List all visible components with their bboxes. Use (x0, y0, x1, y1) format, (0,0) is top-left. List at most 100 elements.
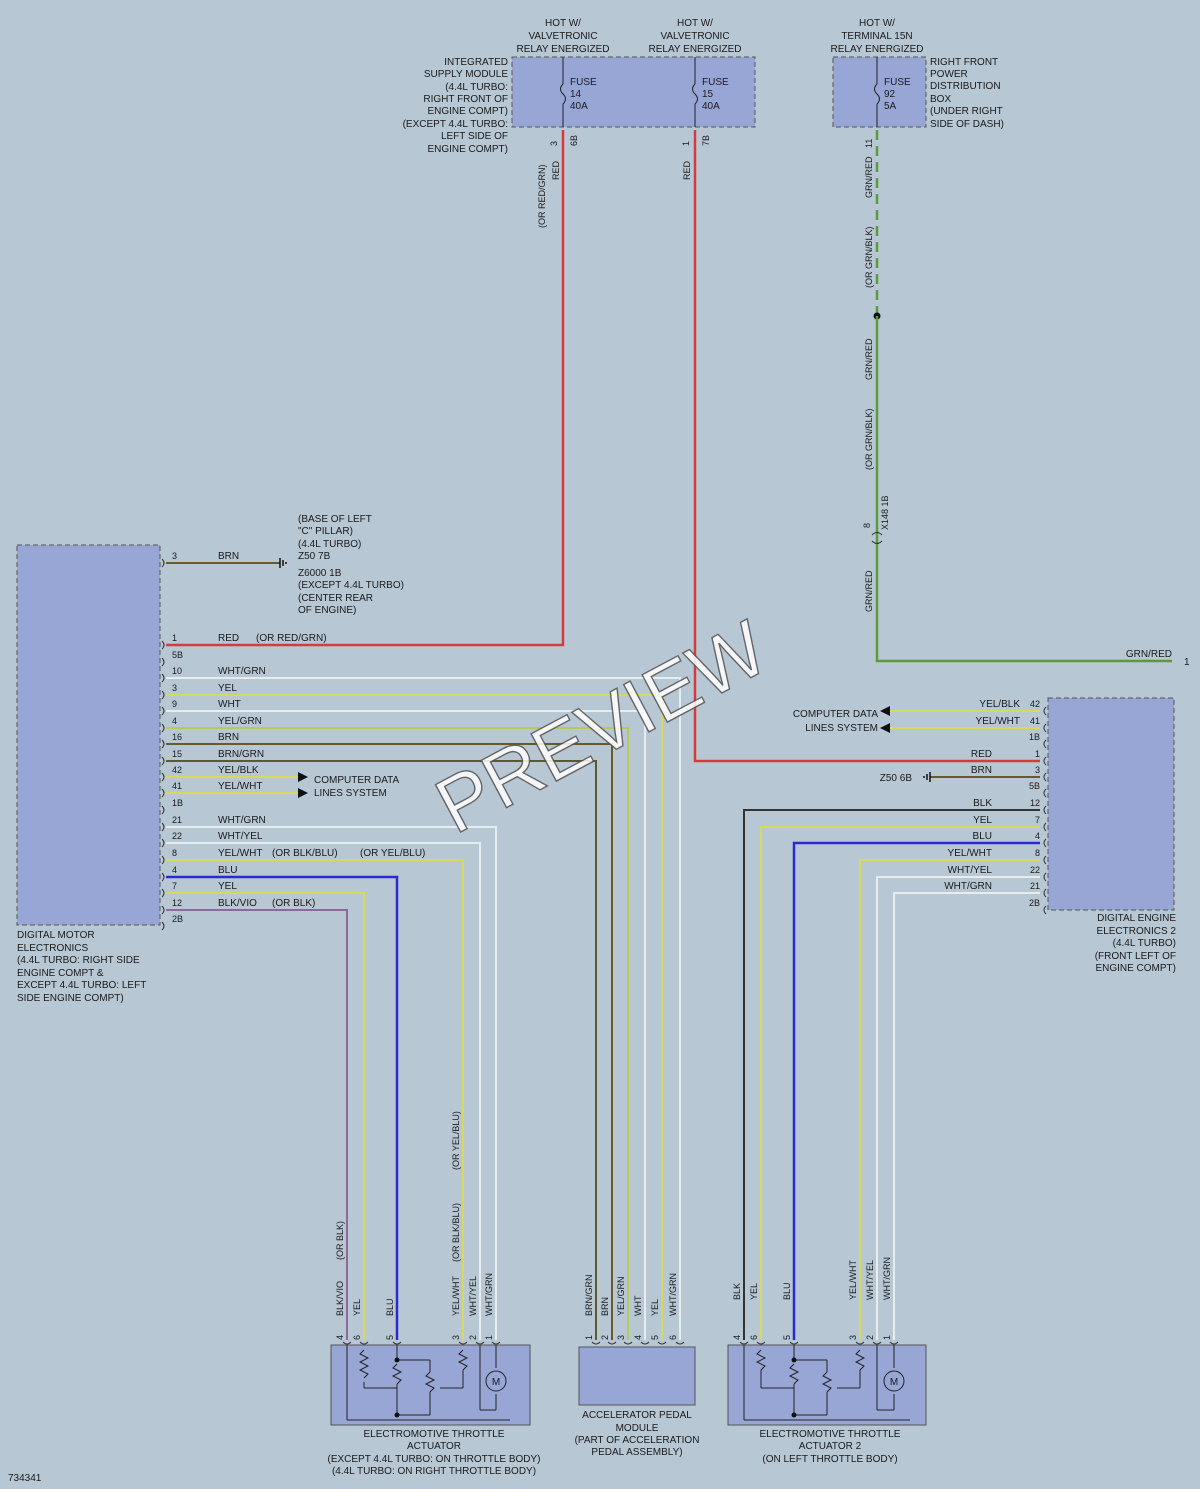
hot-feed-1-label: HOT W/ VALVETRONIC RELAY ENERGIZED (517, 18, 610, 55)
dme1-pin-wire-color: WHT/GRN (218, 666, 266, 677)
etc1-internals (346, 1345, 510, 1421)
etc2-splice-2 (791, 1412, 797, 1418)
fuse-92-symbol (874, 57, 880, 127)
etc2-pin-terminal (756, 1341, 766, 1345)
apm-pin-number: 5 (650, 1335, 660, 1340)
dme1-pin-terminal (161, 739, 165, 749)
wire-label-grn-red-2: GRN/RED (864, 338, 874, 380)
wire-label-grn-red-2-alt: (OR GRN/BLK) (864, 408, 874, 470)
integrated-supply-module-box (511, 56, 756, 128)
svg-text:TERMINAL 15N: TERMINAL 15N (841, 31, 912, 42)
ground-z50-7b-icon (279, 558, 287, 568)
dme1-pin-number: 7 (172, 881, 177, 891)
svg-text:HOT W/: HOT W/ (545, 18, 581, 29)
etc1-wire-label: WHT/GRN (484, 1273, 494, 1316)
dme1-pin-number: 4 (172, 865, 177, 875)
dme2-pin-wire-color: WHT/YEL (948, 865, 993, 876)
wire-grn-red-to-out (875, 316, 1172, 663)
svg-text:(EXCEPT 4.4L TURBO): (EXCEPT 4.4L TURBO) (298, 580, 404, 591)
dme2-pin-number: 8 (1035, 848, 1040, 858)
isu-pin-6b: 6B (569, 135, 579, 146)
svg-text:COMPUTER DATA: COMPUTER DATA (793, 709, 879, 720)
apm-pin-terminal (623, 1341, 633, 1345)
svg-text:ELECTRONICS: ELECTRONICS (17, 943, 88, 954)
wire-label-red-1-alt: (OR RED/GRN) (537, 165, 547, 229)
etc2-pin-number: 5 (782, 1335, 792, 1340)
arrow-computer-data-2 (298, 788, 308, 798)
dme1-pin-wire-color: YEL/GRN (218, 716, 262, 727)
dme1-pin-wire-color: WHT/YEL (218, 831, 263, 842)
svg-text:RELAY ENERGIZED: RELAY ENERGIZED (517, 44, 610, 55)
dme2-pin-number: 1 (1035, 749, 1040, 759)
etc1-pin-number: 4 (335, 1335, 345, 1340)
svg-text:(BASE OF LEFT: (BASE OF LEFT (298, 514, 372, 525)
dme1-pin-number: 5B (172, 650, 183, 660)
etc1-motor-symbol: M (492, 1377, 500, 1388)
dme1-pin-wire-color: YEL (218, 881, 237, 892)
etc2-pin-number: 4 (732, 1335, 742, 1340)
wire-label-red-1: RED (551, 160, 561, 180)
svg-text:40A: 40A (702, 101, 720, 112)
svg-text:FUSE: FUSE (570, 77, 597, 88)
etc1-splice-1 (394, 1357, 400, 1363)
dme1-pin-wire-alt: (OR BLK/BLU) (272, 848, 338, 859)
hot-feed-2-label: HOT W/ VALVETRONIC RELAY ENERGIZED (649, 18, 742, 55)
bottom-wire-labels: 4BLK/VIO6YEL5BLU3YEL/WHT2WHT/YEL1WHT/GRN… (335, 1111, 899, 1345)
wire-wht-grn-10 (166, 677, 681, 1340)
dme1-box (16, 544, 161, 926)
svg-text:ENGINE COMPT): ENGINE COMPT) (1095, 963, 1176, 974)
dme2-box (1047, 697, 1175, 911)
svg-text:DISTRIBUTION: DISTRIBUTION (930, 81, 1001, 92)
svg-text:(EXCEPT 4.4L TURBO: ON THROTTL: (EXCEPT 4.4L TURBO: ON THROTTLE BODY) (327, 1454, 540, 1465)
svg-text:EXCEPT 4.4L TURBO: LEFT: EXCEPT 4.4L TURBO: LEFT (17, 980, 146, 991)
dme1-computer-data-label: COMPUTER DATA LINES SYSTEM (314, 775, 400, 799)
apm-pin-terminal (640, 1341, 650, 1345)
grn-red-out-wire: GRN/RED (1126, 649, 1172, 660)
etc1-pin-terminal (491, 1341, 501, 1345)
wire-dme2-wht-grn-21 (893, 892, 1040, 1340)
apm-pin-number: 6 (668, 1335, 678, 1340)
wire-yel-3 (166, 694, 663, 1340)
dme2-pin-terminal (1043, 739, 1047, 749)
dme1-pin-terminal (161, 888, 165, 898)
svg-text:ELECTROMOTIVE THROTTLE: ELECTROMOTIVE THROTTLE (760, 1429, 901, 1440)
dme2-pin-number: 2B (1029, 898, 1040, 908)
dme1-pin-terminal (161, 640, 165, 650)
dme2-label: DIGITAL ENGINE ELECTRONICS 2 (4.4L TURBO… (1095, 913, 1177, 974)
etc2-pin-number: 1 (882, 1335, 892, 1340)
dme1-pin-number: 21 (172, 815, 182, 825)
fuse-15-symbol (692, 57, 698, 127)
wire-dme2-blk-12 (743, 809, 1040, 1340)
svg-text:14: 14 (570, 89, 582, 100)
apm-pin-number: 3 (616, 1335, 626, 1340)
wire-dme2-yel-wht-8 (859, 859, 1040, 1340)
svg-text:LINES SYSTEM: LINES SYSTEM (314, 788, 387, 799)
dme2-pin-terminal (1043, 905, 1047, 915)
integrated-supply-module-label: INTEGRATED SUPPLY MODULE (4.4L TURBO: RI… (403, 57, 509, 155)
arrow-computer-data-dme2-2 (880, 723, 890, 733)
dme2-pin-wire-color: BLU (973, 831, 992, 842)
dme2-pin-terminal (1043, 756, 1047, 766)
dme1-pin-terminal (161, 673, 165, 683)
dme2-pin-terminal (1043, 723, 1047, 733)
dme2-pin-wire-color: BLK (973, 798, 992, 809)
svg-text:(4.4L TURBO:: (4.4L TURBO: (445, 82, 508, 93)
svg-text:LEFT SIDE OF: LEFT SIDE OF (441, 131, 508, 142)
arrow-computer-data-1 (298, 772, 308, 782)
dme1-pin-wire-color: WHT/GRN (218, 815, 266, 826)
etc1-pin-number: 1 (484, 1335, 494, 1340)
apm-pin-terminal (607, 1341, 617, 1345)
dme2-pin-wire-color: BRN (971, 765, 992, 776)
dme1-pin-terminal (161, 872, 165, 882)
svg-text:VALVETRONIC: VALVETRONIC (528, 31, 597, 42)
etc2-label: ELECTROMOTIVE THROTTLE ACTUATOR 2 (ON LE… (760, 1429, 901, 1465)
etc1-pin-number: 6 (352, 1335, 362, 1340)
svg-text:POWER: POWER (930, 69, 968, 80)
svg-text:PEDAL ASSEMBLY): PEDAL ASSEMBLY) (591, 1447, 682, 1458)
svg-text:(CENTER REAR: (CENTER REAR (298, 593, 373, 604)
etc2-motor-symbol: M (890, 1377, 898, 1388)
ground-1-label: (BASE OF LEFT "C" PILLAR) (4.4L TURBO) Z… (298, 514, 404, 616)
svg-text:RIGHT FRONT: RIGHT FRONT (930, 57, 998, 68)
wire-brn-grn-15 (166, 760, 597, 1340)
